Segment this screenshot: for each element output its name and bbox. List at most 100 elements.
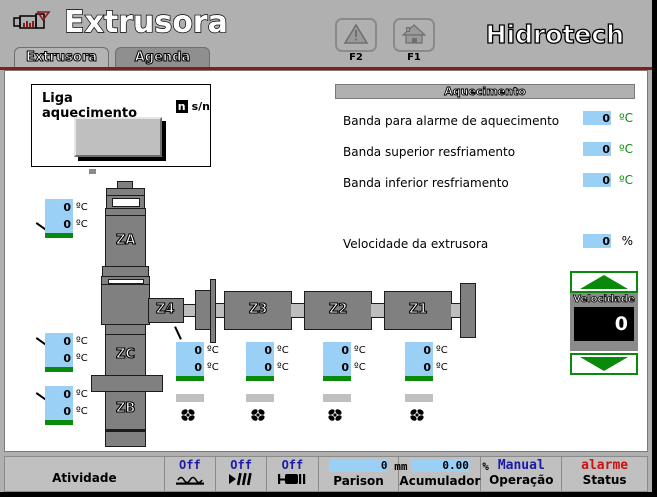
temp-display-za[interactable]: 0 0 ºC ºC [45, 199, 88, 238]
temp-box-z2: 0 0 [323, 342, 351, 376]
operation-value: Manual [497, 458, 545, 473]
header-rule [0, 67, 652, 70]
main-canvas: Liga aquecimento n s/n Aquecimento Banda… [4, 70, 648, 452]
tab-agenda[interactable]: Agenda [115, 47, 210, 67]
parison-value: 0 [380, 459, 388, 472]
parison-field[interactable]: 0 mm [329, 459, 407, 473]
parison-unit: mm [394, 460, 408, 473]
temp-display-z3[interactable]: 0 0 ºC ºC [246, 342, 289, 421]
cooling-bar-z3 [246, 394, 274, 402]
status-caption: Status [582, 473, 627, 487]
velocidade-decrease-button[interactable] [570, 353, 638, 375]
aquecimento-row-inferior: Banda inferior resfriamento 0 ºC [335, 170, 635, 201]
acumulador-caption: Acumulador [399, 474, 481, 488]
temp-actual-row-zc: 0 [45, 333, 73, 350]
header-bar: Extrusora F2 [0, 0, 652, 70]
status-alarm[interactable]: alarme Status [562, 457, 647, 491]
temp-display-zb[interactable]: 0 0 ºC ºC [45, 386, 88, 425]
temp-actual-za: 0 [63, 201, 71, 214]
blower-state: Off [230, 458, 252, 472]
die-clamp [91, 375, 163, 392]
temp-set-row-z2: 0 [323, 359, 351, 376]
row-unit-inferior: ºC [618, 173, 633, 187]
row-label-velocidade: Velocidade da extrusora [343, 237, 489, 251]
zone-z2-body[interactable] [304, 291, 372, 330]
status-motor-toggle[interactable]: Off [267, 457, 319, 491]
tab-bar: Extrusora Agenda [14, 47, 210, 67]
temp-setpoint-zc: 0 [63, 352, 71, 365]
temp-actual-row-zb: 0 [45, 386, 73, 403]
f2-button-label: F2 [349, 52, 363, 63]
liga-panel-stub [89, 169, 96, 174]
fan-icon-z1[interactable] [409, 408, 425, 422]
extruder-icon [13, 10, 58, 36]
temp-bar-zb [45, 420, 73, 425]
cooling-bar-z2 [323, 394, 351, 402]
row-field-velocidade[interactable]: 0 [583, 234, 611, 248]
temp-actual-row-z2: 0 [323, 342, 351, 359]
temp-actual-zb: 0 [63, 388, 71, 401]
temp-actual-z2: 0 [341, 344, 349, 357]
status-operation[interactable]: Manual Operação [481, 457, 563, 491]
liga-aquecimento-button[interactable] [74, 117, 162, 157]
aquecimento-row-velocidade: Velocidade da extrusora 0 % [335, 231, 635, 262]
title-group: Extrusora [13, 7, 229, 38]
extruder-diagram: ZA Z4 Z3 Z2 Z1 [5, 71, 649, 453]
row-label-superior: Banda superior resfriamento [343, 145, 516, 159]
zone-za-body[interactable] [105, 215, 146, 267]
zone-z2-label: Z2 [328, 301, 348, 317]
row-field-alarme[interactable]: 0 [583, 111, 611, 125]
liga-value[interactable]: n [175, 99, 188, 113]
temp-set-row-z3: 0 [246, 359, 274, 376]
temp-display-z2[interactable]: 0 0 ºC ºC [323, 342, 366, 421]
row-label-inferior: Banda inferior resfriamento [343, 176, 509, 190]
barrel-shaft-b [291, 303, 305, 318]
velocidade-increase-button[interactable] [570, 271, 638, 293]
acumulador-field[interactable]: 0.00 % [410, 459, 489, 473]
temp-unit-actual-zc: ºC [76, 336, 88, 347]
motor-state: Off [281, 458, 304, 472]
row-field-inferior[interactable]: 0 [583, 173, 611, 187]
activity-label: Atividade [52, 471, 117, 485]
brand-logo: Hidrotech [485, 19, 625, 49]
temp-display-z4[interactable]: 0 0 ºC ºC [176, 342, 219, 421]
fan-icon-z3[interactable] [250, 408, 266, 422]
temp-unit-actual-z2: ºC [354, 345, 366, 356]
temp-unit-set-zc: ºC [76, 353, 88, 364]
status-blower-toggle[interactable]: Off [216, 457, 268, 491]
status-acumulador[interactable]: 0.00 % Acumulador [399, 457, 489, 491]
zone-zc-body[interactable] [105, 334, 146, 376]
f1-button[interactable]: F1 [393, 18, 435, 63]
temp-unit-set-zb: ºC [76, 406, 88, 417]
temp-actual-z4: 0 [194, 344, 202, 357]
blower-fan-icon [225, 472, 257, 489]
status-badge: alarme [581, 458, 629, 473]
status-heater-toggle[interactable]: Off [165, 457, 216, 491]
temp-bar-z4 [176, 376, 204, 381]
temp-box-z4: 0 0 [176, 342, 204, 376]
barrel-shaft-c [371, 303, 385, 318]
tab-extrusora[interactable]: Extrusora [14, 47, 109, 67]
temp-setpoint-z3: 0 [264, 361, 272, 374]
temp-set-row-za: 0 [45, 216, 73, 233]
velocidade-label: Velocidade [573, 294, 635, 306]
temp-display-z1[interactable]: 0 0 ºC ºC [405, 342, 448, 421]
fan-icon-z2[interactable] [327, 408, 343, 422]
status-parison[interactable]: 0 mm Parison [319, 457, 407, 491]
temp-unit-set-z1: ºC [436, 362, 448, 373]
row-field-superior[interactable]: 0 [583, 142, 611, 156]
temp-setpoint-zb: 0 [63, 405, 71, 418]
velocidade-display-body: Velocidade 0 [570, 293, 638, 351]
fan-icon-z4[interactable] [180, 408, 196, 422]
f2-button-box[interactable] [335, 18, 377, 52]
aquecimento-row-superior: Banda superior resfriamento 0 ºC [335, 139, 635, 170]
temp-setpoint-z2: 0 [341, 361, 349, 374]
velocidade-display[interactable]: 0 [574, 307, 634, 341]
crosshead-block [101, 284, 150, 325]
zone-z3-body[interactable] [224, 291, 292, 330]
temp-display-zc[interactable]: 0 0 ºC ºC [45, 333, 88, 372]
f1-button-box[interactable] [393, 18, 435, 52]
temp-actual-row-z3: 0 [246, 342, 274, 359]
f2-button[interactable]: F2 [335, 18, 377, 63]
